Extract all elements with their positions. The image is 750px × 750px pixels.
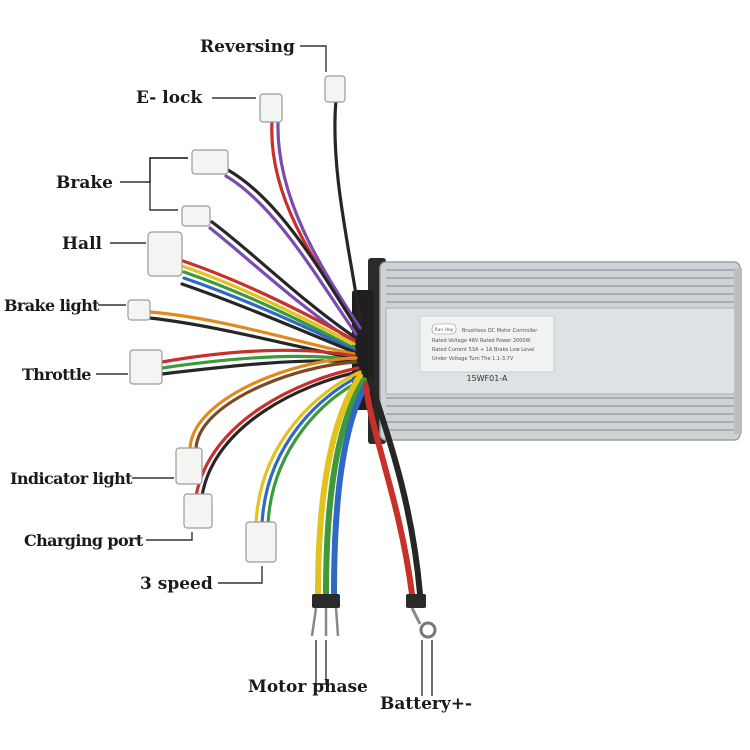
wire-e-lock-purple: [276, 120, 362, 330]
connector-charging-port: [183, 493, 213, 529]
connector-throttle: [129, 349, 163, 385]
connector-e-lock: [259, 93, 283, 123]
label-reversing: Reversing: [200, 37, 295, 57]
wire-speed-blue: [260, 374, 362, 526]
brand-badge: Ran Hey: [435, 327, 454, 333]
leader-brake: [148, 157, 188, 183]
controller-title: Brushless DC Motor Controller: [462, 328, 538, 334]
connector-brake-2: [181, 205, 211, 227]
leader-charging-port: [146, 532, 193, 541]
wire-phase-yellow: [315, 373, 363, 597]
heat-sink-fins: [386, 269, 736, 431]
wire-hall-black: [180, 282, 356, 354]
leader-3-speed: [218, 566, 263, 584]
connector-brake-light: [127, 299, 151, 321]
label-throttle: Throttle: [22, 365, 91, 384]
wire-hall-red: [178, 258, 356, 342]
wire-brake-2-black: [210, 220, 358, 340]
connector-brake-1: [191, 149, 229, 175]
wire-hall-green: [182, 270, 356, 350]
label-motor-phase: Motor phase: [248, 677, 368, 697]
leader-reversing: [300, 45, 327, 72]
connector-reversing: [324, 75, 346, 103]
wire-charging-red: [194, 366, 360, 498]
spec-line-2: Rated Current 53A + 1A Brake Low Level: [432, 347, 535, 353]
connectors: [127, 75, 437, 639]
wire-brake-1-purple: [224, 174, 358, 336]
wire-charging-black: [200, 370, 360, 498]
wire-indicator-brown: [194, 360, 358, 452]
wire-hall-blue: [182, 276, 356, 352]
label-brake: Brake: [56, 173, 113, 193]
wire-bundle: [148, 98, 423, 597]
label-hall: Hall: [62, 234, 103, 254]
label-3-speed: 3 speed: [140, 574, 213, 594]
spec-plate: [419, 315, 555, 373]
wire-throttle-green: [160, 354, 356, 370]
leader-lines: [96, 45, 433, 696]
wire-brake-1-black: [226, 168, 360, 332]
wire-brake-light-orange: [148, 310, 356, 356]
wire-speed-yellow: [254, 370, 362, 526]
controller-right-end: [734, 268, 742, 434]
label-brake-light: Brake light: [4, 296, 100, 315]
leader-battery: [421, 640, 433, 696]
wire-speed-green: [266, 378, 364, 526]
leader-brake-bracket: [120, 157, 188, 211]
label-indicator-light: Indicator light: [10, 469, 133, 488]
wire-phase-green: [323, 377, 367, 597]
leader-motor-phase: [315, 640, 327, 686]
label-charging-port: Charging port: [24, 531, 144, 550]
wire-throttle-red: [160, 348, 356, 364]
motor-controller: Ran Hey Brushless DC Motor Controller Ra…: [352, 258, 742, 444]
connector-indicator-light: [175, 447, 203, 485]
labels: Reversing E- lock Brake Hall Brake light…: [4, 37, 472, 714]
wire-hall-yellow: [180, 264, 356, 346]
connector-3-speed: [245, 521, 277, 563]
spec-line-3: Under Voltage Turn The 1.1-3.7V: [432, 356, 514, 362]
brand-badge-box: [431, 323, 457, 335]
wire-battery-red: [363, 381, 415, 597]
terminals-motor-phase: [310, 594, 340, 637]
wire-battery-black: [367, 377, 423, 597]
label-battery: Battery+-: [380, 694, 472, 714]
terminals-battery: [406, 594, 437, 639]
wire-reversing: [333, 98, 362, 322]
label-e-lock: E- lock: [136, 88, 203, 108]
model-number: 15WF01-A: [466, 374, 508, 383]
wire-phase-blue: [331, 381, 369, 597]
connector-hall: [147, 231, 183, 277]
spec-line-1: Rated Voltage 48V Rated Power 2000W: [432, 338, 531, 344]
wire-indicator-orange: [188, 356, 358, 452]
